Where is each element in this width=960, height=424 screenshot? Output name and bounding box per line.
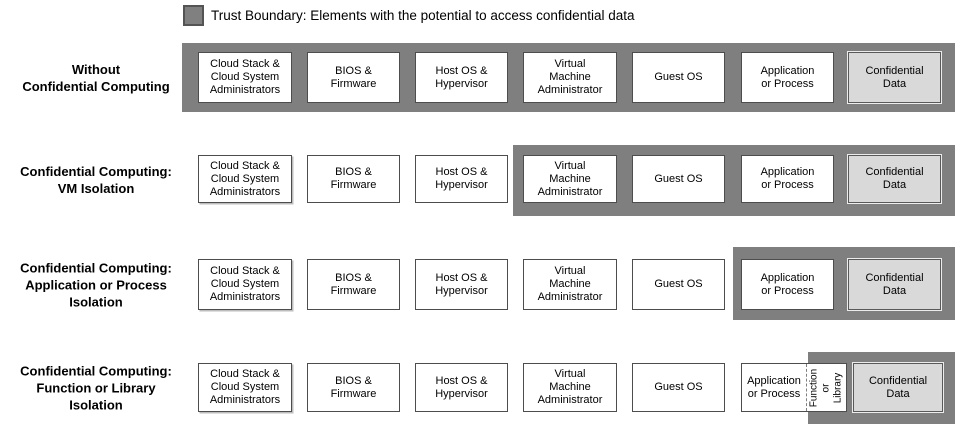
row-label-without-confidential-computing: Without Confidential Computing <box>22 62 170 94</box>
node-bios-firmware-row4: BIOS & Firmware <box>307 363 400 412</box>
node-host-os-row2: Host OS & Hypervisor <box>415 155 508 203</box>
node-bios-firmware-row3: BIOS & Firmware <box>307 259 400 310</box>
node-cloud-admins-row4: Cloud Stack & Cloud System Administrator… <box>198 363 292 412</box>
row-label-vm-isolation: Confidential Computing: VM Isolation <box>20 164 172 196</box>
node-cloud-admins-row2: Cloud Stack & Cloud System Administrator… <box>198 155 292 203</box>
node-vm-admin-row3: Virtual Machine Administrator <box>523 259 617 310</box>
node-bios-firmware-row2: BIOS & Firmware <box>307 155 400 203</box>
node-host-os-row4: Host OS & Hypervisor <box>415 363 508 412</box>
node-bios-firmware-row1: BIOS & Firmware <box>307 52 400 103</box>
node-app-process-row3: Application or Process <box>741 259 834 310</box>
node-cloud-admins-row3: Cloud Stack & Cloud System Administrator… <box>198 259 292 310</box>
row-label-function-library-isolation: Confidential Computing: Function or Libr… <box>20 363 172 413</box>
function-library-vertical-label: Function or Library <box>808 368 844 407</box>
node-confidential-data-row4: Confidential Data <box>853 363 943 412</box>
node-function-library-row4: Function or Library <box>806 364 846 411</box>
node-app-process-row1: Application or Process <box>741 52 834 103</box>
node-confidential-data-row2: Confidential Data <box>848 155 941 203</box>
trust-boundary-legend-label: Trust Boundary: Elements with the potent… <box>211 8 635 23</box>
node-vm-admin-row4: Virtual Machine Administrator <box>523 363 617 412</box>
node-confidential-data-row3: Confidential Data <box>848 259 941 310</box>
node-guest-os-row3: Guest OS <box>632 259 725 310</box>
node-app-process-row4: Application or Process <box>747 374 801 400</box>
node-host-os-row1: Host OS & Hypervisor <box>415 52 508 103</box>
node-app-process-row2: Application or Process <box>741 155 834 203</box>
node-cloud-admins-row1: Cloud Stack & Cloud System Administrator… <box>198 52 292 103</box>
row-label-application-process-isolation: Confidential Computing: Application or P… <box>20 260 172 310</box>
trust-boundary-swatch-icon <box>183 5 204 26</box>
node-guest-os-row2: Guest OS <box>632 155 725 203</box>
node-vm-admin-row2: Virtual Machine Administrator <box>523 155 617 203</box>
node-host-os-row3: Host OS & Hypervisor <box>415 259 508 310</box>
node-guest-os-row4: Guest OS <box>632 363 725 412</box>
node-guest-os-row1: Guest OS <box>632 52 725 103</box>
node-confidential-data-row1: Confidential Data <box>848 52 941 103</box>
node-vm-admin-row1: Virtual Machine Administrator <box>523 52 617 103</box>
node-app-process-function-row4: Application or Process Function or Libra… <box>741 363 847 412</box>
